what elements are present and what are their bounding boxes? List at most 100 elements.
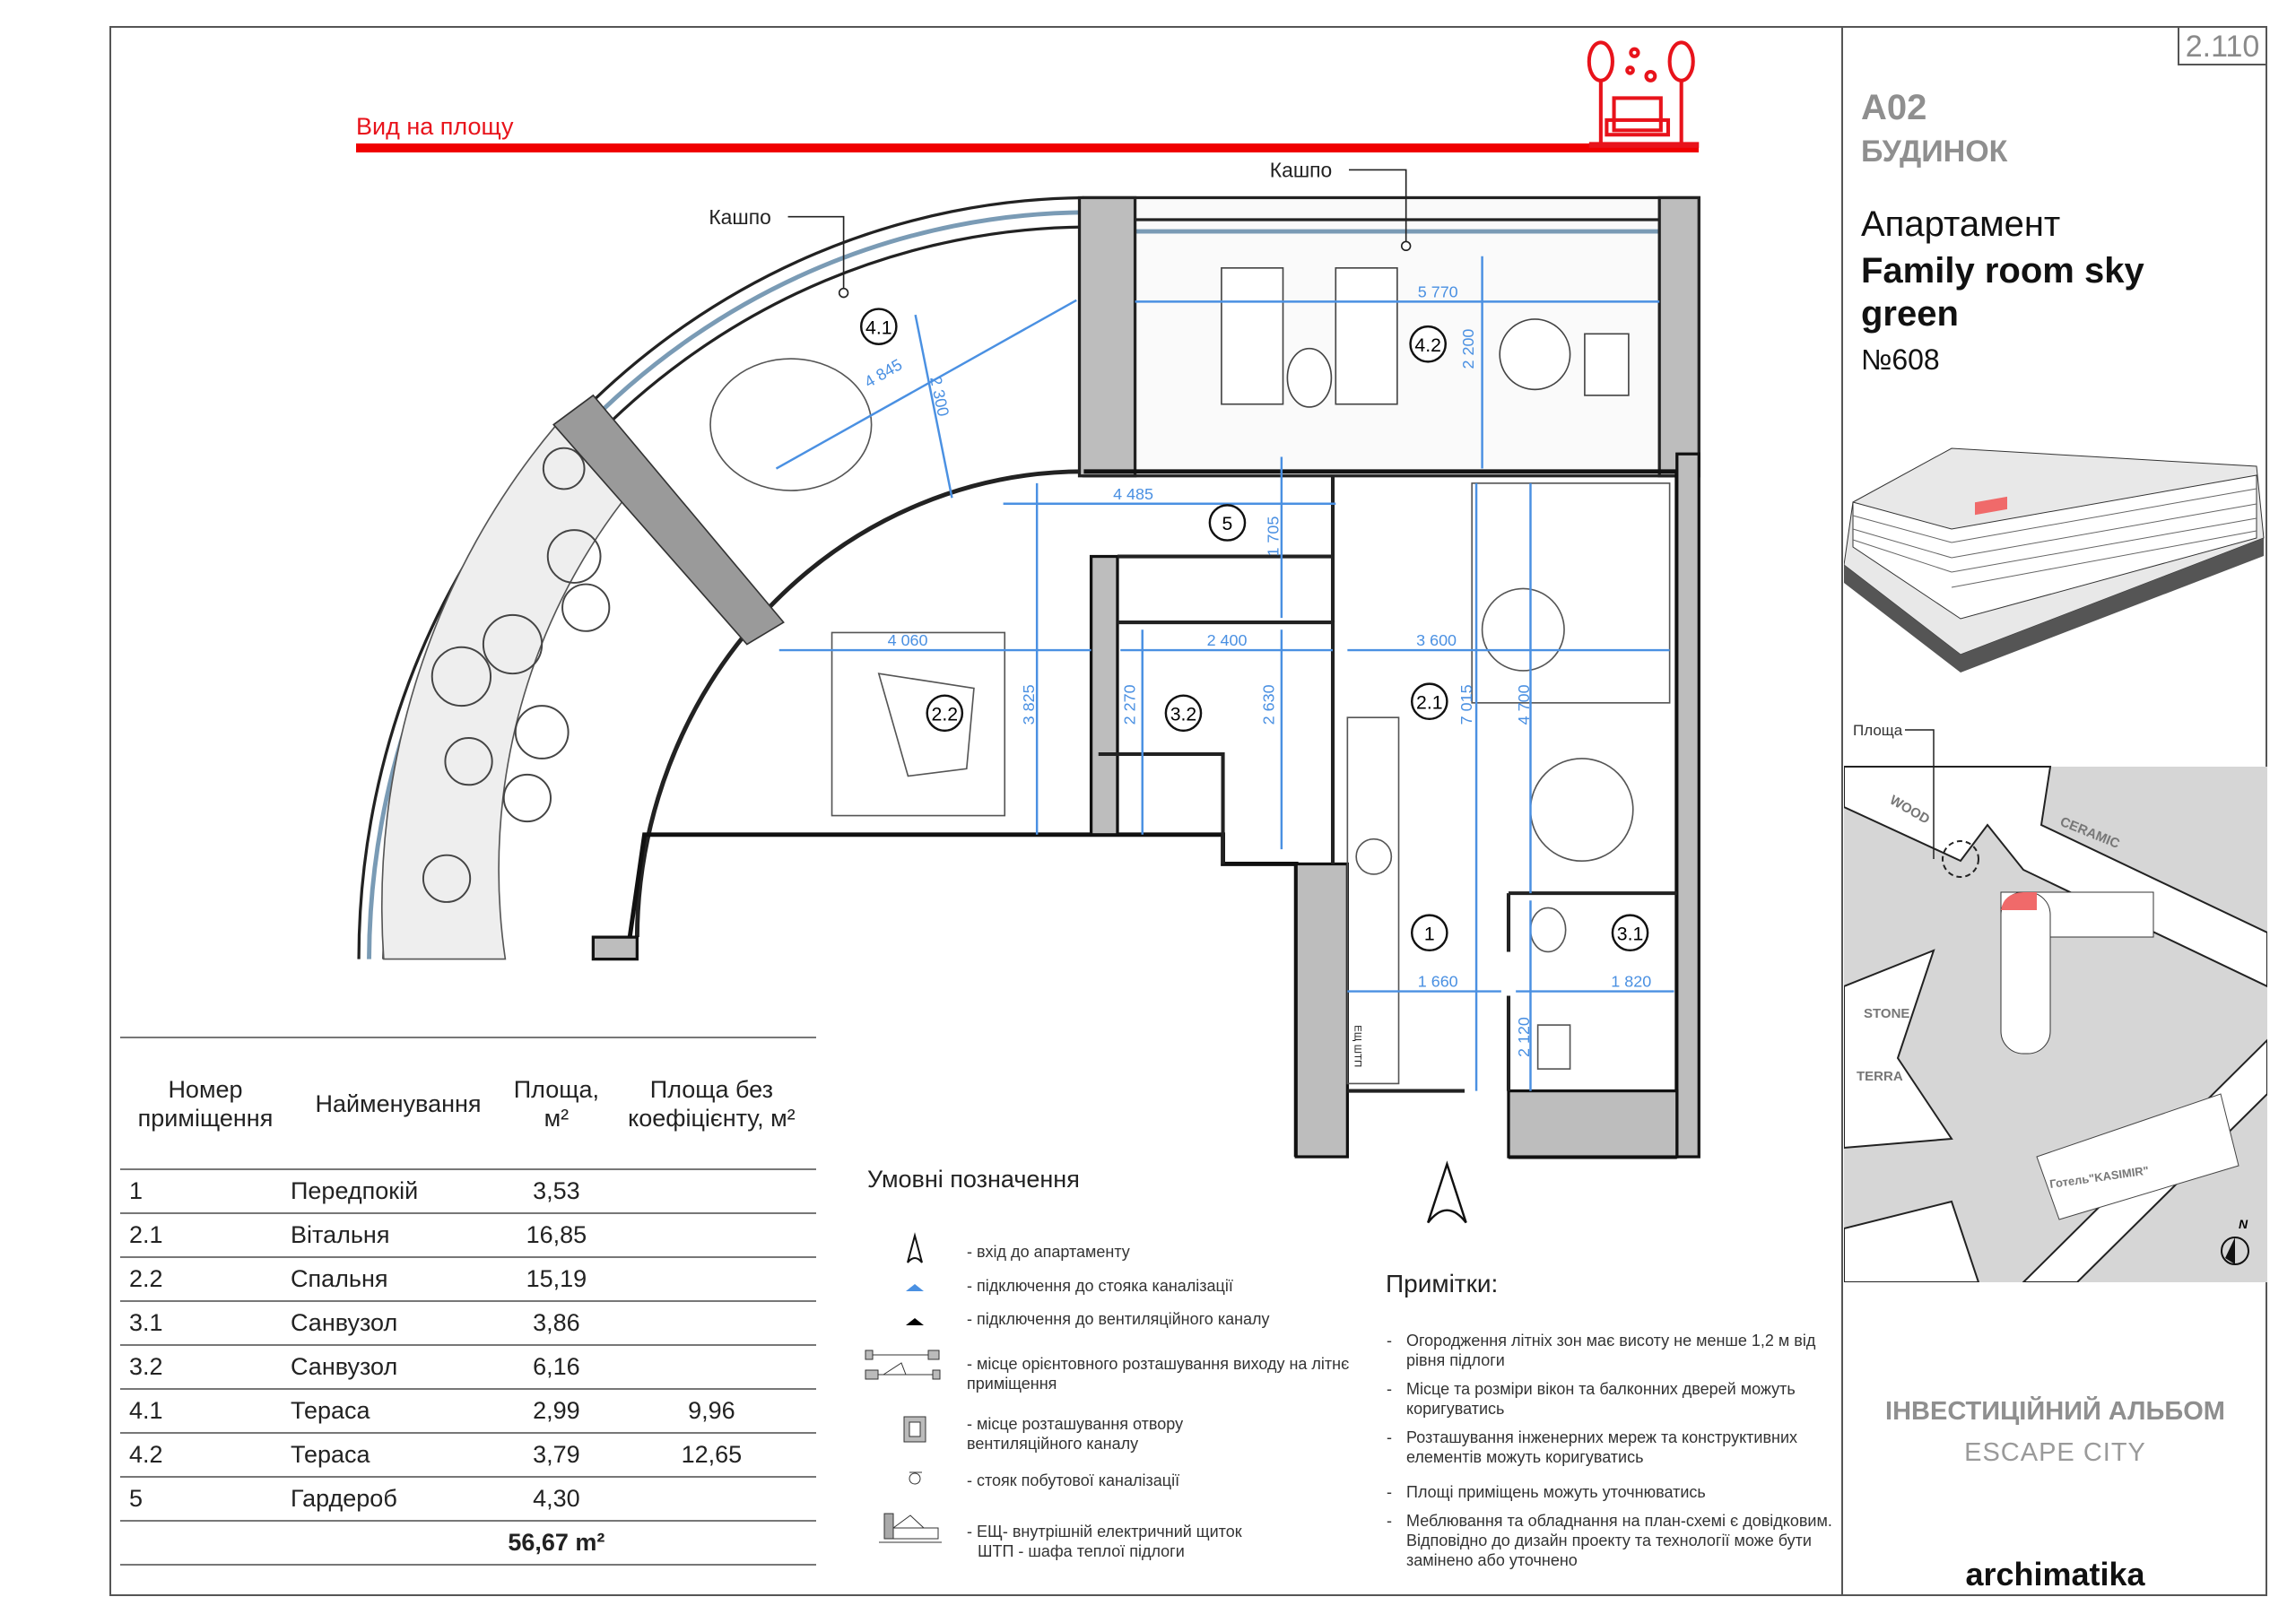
room-area-raw — [606, 1477, 816, 1522]
street-terra: TERRA — [1857, 1069, 1903, 1084]
room-area-raw — [606, 1257, 816, 1302]
room-area: 15,19 — [506, 1257, 607, 1302]
col-area-raw: Площа без коефіцієнту, м² — [606, 1037, 816, 1170]
view-label: Вид на площу — [356, 113, 514, 140]
room-label: 3.2 — [1170, 704, 1197, 725]
room-name: Вітальня — [291, 1213, 506, 1258]
dim-4845: 4 845 — [861, 355, 905, 391]
col-area: Площа, м² — [506, 1037, 607, 1170]
room-area: 3,79 — [506, 1433, 607, 1478]
room-label: 3.1 — [1617, 924, 1644, 944]
legend-item-floor-heating: ШТП - шафа теплої підлоги — [978, 1542, 1185, 1560]
room-number: 4.1 — [120, 1389, 291, 1434]
room-area-raw: 12,65 — [606, 1433, 816, 1478]
legend-item-exit: - місце орієнтовного розташування виходу… — [967, 1355, 1350, 1393]
dim-4700: 4 700 — [1515, 684, 1533, 725]
room-area: 3,86 — [506, 1301, 607, 1346]
room-marker-3-1: 3.1 — [1611, 914, 1649, 952]
dim-4485: 4 485 — [1113, 485, 1153, 503]
north-label: N — [2239, 1217, 2248, 1231]
room-name: Тераса — [291, 1433, 506, 1478]
room-marker-4-1: 4.1 — [859, 308, 898, 345]
room-name: Передпокій — [291, 1169, 506, 1214]
album-title: ІНВЕСТИЦІЙНИЙ АЛЬБОМ — [1885, 1397, 2225, 1426]
north-arrow-icon: N — [2221, 1217, 2249, 1265]
apartment-location-highlight — [2001, 892, 2037, 910]
vent-shaft-icon — [903, 1416, 926, 1443]
apartment-number: №608 — [1861, 343, 1940, 376]
legend-item-sewer: - підключення до стояка каналізації — [967, 1277, 1233, 1295]
legend-item-riser: - стояк побутової каналізації — [967, 1471, 1180, 1489]
dim-2270: 2 270 — [1121, 684, 1139, 725]
sheet-number: 2.110 — [2178, 26, 2267, 65]
room-area: 16,85 — [506, 1213, 607, 1258]
room-number: 1 — [120, 1169, 291, 1214]
entrance-icon — [907, 1232, 923, 1263]
note-item: -Огородження літніх зон має висоту не ме… — [1387, 1331, 1853, 1370]
room-label: 2.1 — [1416, 692, 1443, 713]
dim-2400: 2 400 — [1207, 631, 1248, 649]
legend-item-vent-shaft: - місце розташування отвору вентиляційно… — [967, 1415, 1184, 1453]
sewer-connection-icon — [906, 1284, 924, 1291]
panel-divider — [1841, 26, 1843, 1596]
vent-connection-icon — [906, 1318, 924, 1325]
room-name: Гардероб — [291, 1477, 506, 1522]
dim-5770: 5 770 — [1418, 282, 1458, 300]
apartment-label: Апартамент — [1861, 204, 2061, 244]
note-item: -Місце та розміри вікон та балконних две… — [1387, 1379, 1853, 1419]
room-area: 3,53 — [506, 1169, 607, 1214]
room-label: 4.1 — [865, 317, 892, 338]
room-name: Тераса — [291, 1389, 506, 1434]
planter-label: Кашпо — [1270, 159, 1332, 182]
legend-item-entrance: - вхід до апартаменту — [967, 1243, 1130, 1261]
room-area-raw — [606, 1301, 816, 1346]
table-total-row: 56,67 m² — [120, 1521, 816, 1566]
dim-2300: 2 300 — [926, 375, 952, 418]
note-item: -Площі приміщень можуть уточнюватись — [1387, 1482, 1853, 1502]
room-label: 5 — [1222, 514, 1233, 534]
room-number: 3.2 — [120, 1345, 291, 1390]
legend-title: Умовні позначення — [867, 1166, 1080, 1193]
furniture — [709, 358, 1671, 1085]
room-label: 1 — [1424, 924, 1435, 944]
room-label: 4.2 — [1414, 335, 1441, 356]
view-direction-line — [356, 143, 1699, 152]
note-text: Місце та розміри вікон та балконних двер… — [1406, 1380, 1796, 1418]
street-stone: STONE — [1864, 1006, 1909, 1021]
dim-4060: 4 060 — [888, 631, 928, 649]
total-area: 56,67 m² — [506, 1521, 607, 1566]
room-area-raw — [606, 1169, 816, 1214]
walls-grey — [591, 452, 1700, 1159]
dim-1820: 1 820 — [1611, 973, 1651, 991]
legend-icons — [865, 1232, 942, 1543]
room-number: 3.1 — [120, 1301, 291, 1346]
building-3d-view — [1844, 447, 2265, 673]
summer-exit-icon — [865, 1350, 941, 1380]
square-label: Площа — [1853, 722, 1903, 739]
room-name: Спальня — [291, 1257, 506, 1302]
partitions — [1098, 475, 1677, 1093]
dim-2630: 2 630 — [1260, 684, 1278, 725]
note-text: Площі приміщень можуть уточнюватись — [1406, 1483, 1706, 1501]
note-text: Огородження літніх зон має висоту не мен… — [1406, 1332, 1816, 1369]
square-view-icon — [1587, 40, 1700, 148]
note-text: Меблювання та обладнання на план-схемі є… — [1406, 1512, 1832, 1569]
room-area-raw — [606, 1213, 816, 1258]
apartment-name: Family room sky green — [1861, 251, 2144, 334]
room-number: 5 — [120, 1477, 291, 1522]
project-name: ESCAPE CITY — [1964, 1438, 2146, 1467]
room-area-table: Номер приміщення Найменування Площа, м² … — [120, 1037, 816, 1566]
room-label: 2.2 — [932, 704, 959, 725]
dim-3825: 3 825 — [1020, 684, 1038, 725]
room-marker-2-1: 2.1 — [1410, 682, 1448, 721]
room-area: 2,99 — [506, 1389, 607, 1434]
room-area: 6,16 — [506, 1345, 607, 1390]
legend-item-panel: - ЕЩ- внутрішній електричний щиток — [967, 1523, 1242, 1541]
note-item: -Меблювання та обладнання на план-схемі … — [1387, 1511, 1853, 1570]
panel-label: ЕЩ ШТП — [1352, 1025, 1363, 1067]
